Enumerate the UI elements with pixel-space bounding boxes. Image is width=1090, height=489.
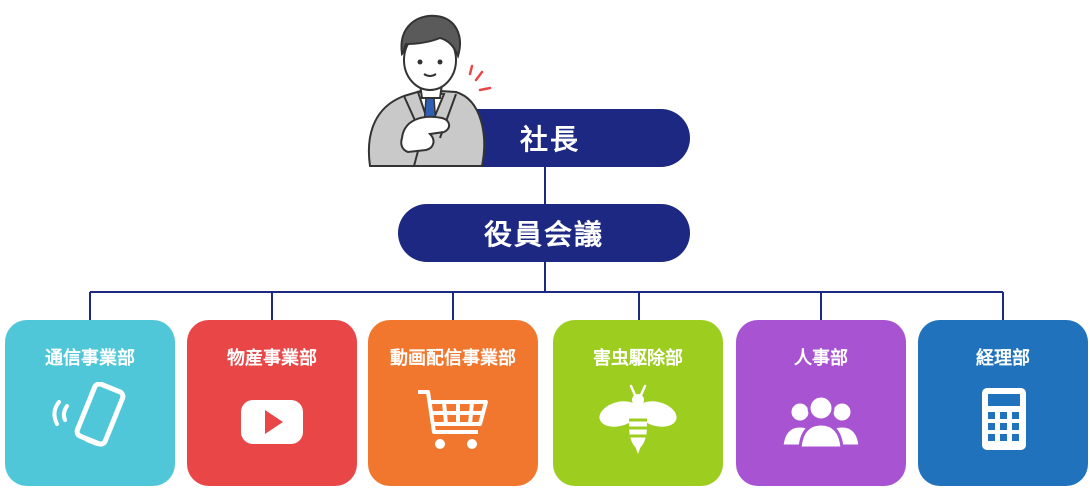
board-meeting-label: 役員会議 [483,218,604,251]
department-card: 通信事業部 [5,320,175,486]
department-card: 害虫駆除部 [553,320,723,486]
department-label: 通信事業部 [45,348,135,369]
department-label: 物産事業部 [227,348,317,369]
department-card: 人事部 [736,320,906,486]
board-meeting-node: 役員会議 [398,204,690,262]
department-label: 動画配信事業部 [390,348,516,369]
department-label: 害虫駆除部 [593,348,683,369]
shopping-cart-icon [408,382,498,458]
department-label: 人事部 [794,348,848,369]
calculator-icon [958,382,1048,458]
president-label: 社長 [519,123,580,156]
department-card: 経理部 [918,320,1088,486]
department-card: 動画配信事業部 [368,320,538,486]
smartphone-icon [45,381,135,458]
businessman-illustration [367,14,492,167]
bee-icon [593,382,683,458]
people-icon [776,382,866,458]
play-button-icon [227,382,317,458]
department-card: 物産事業部 [187,320,357,486]
department-label: 経理部 [976,348,1030,369]
